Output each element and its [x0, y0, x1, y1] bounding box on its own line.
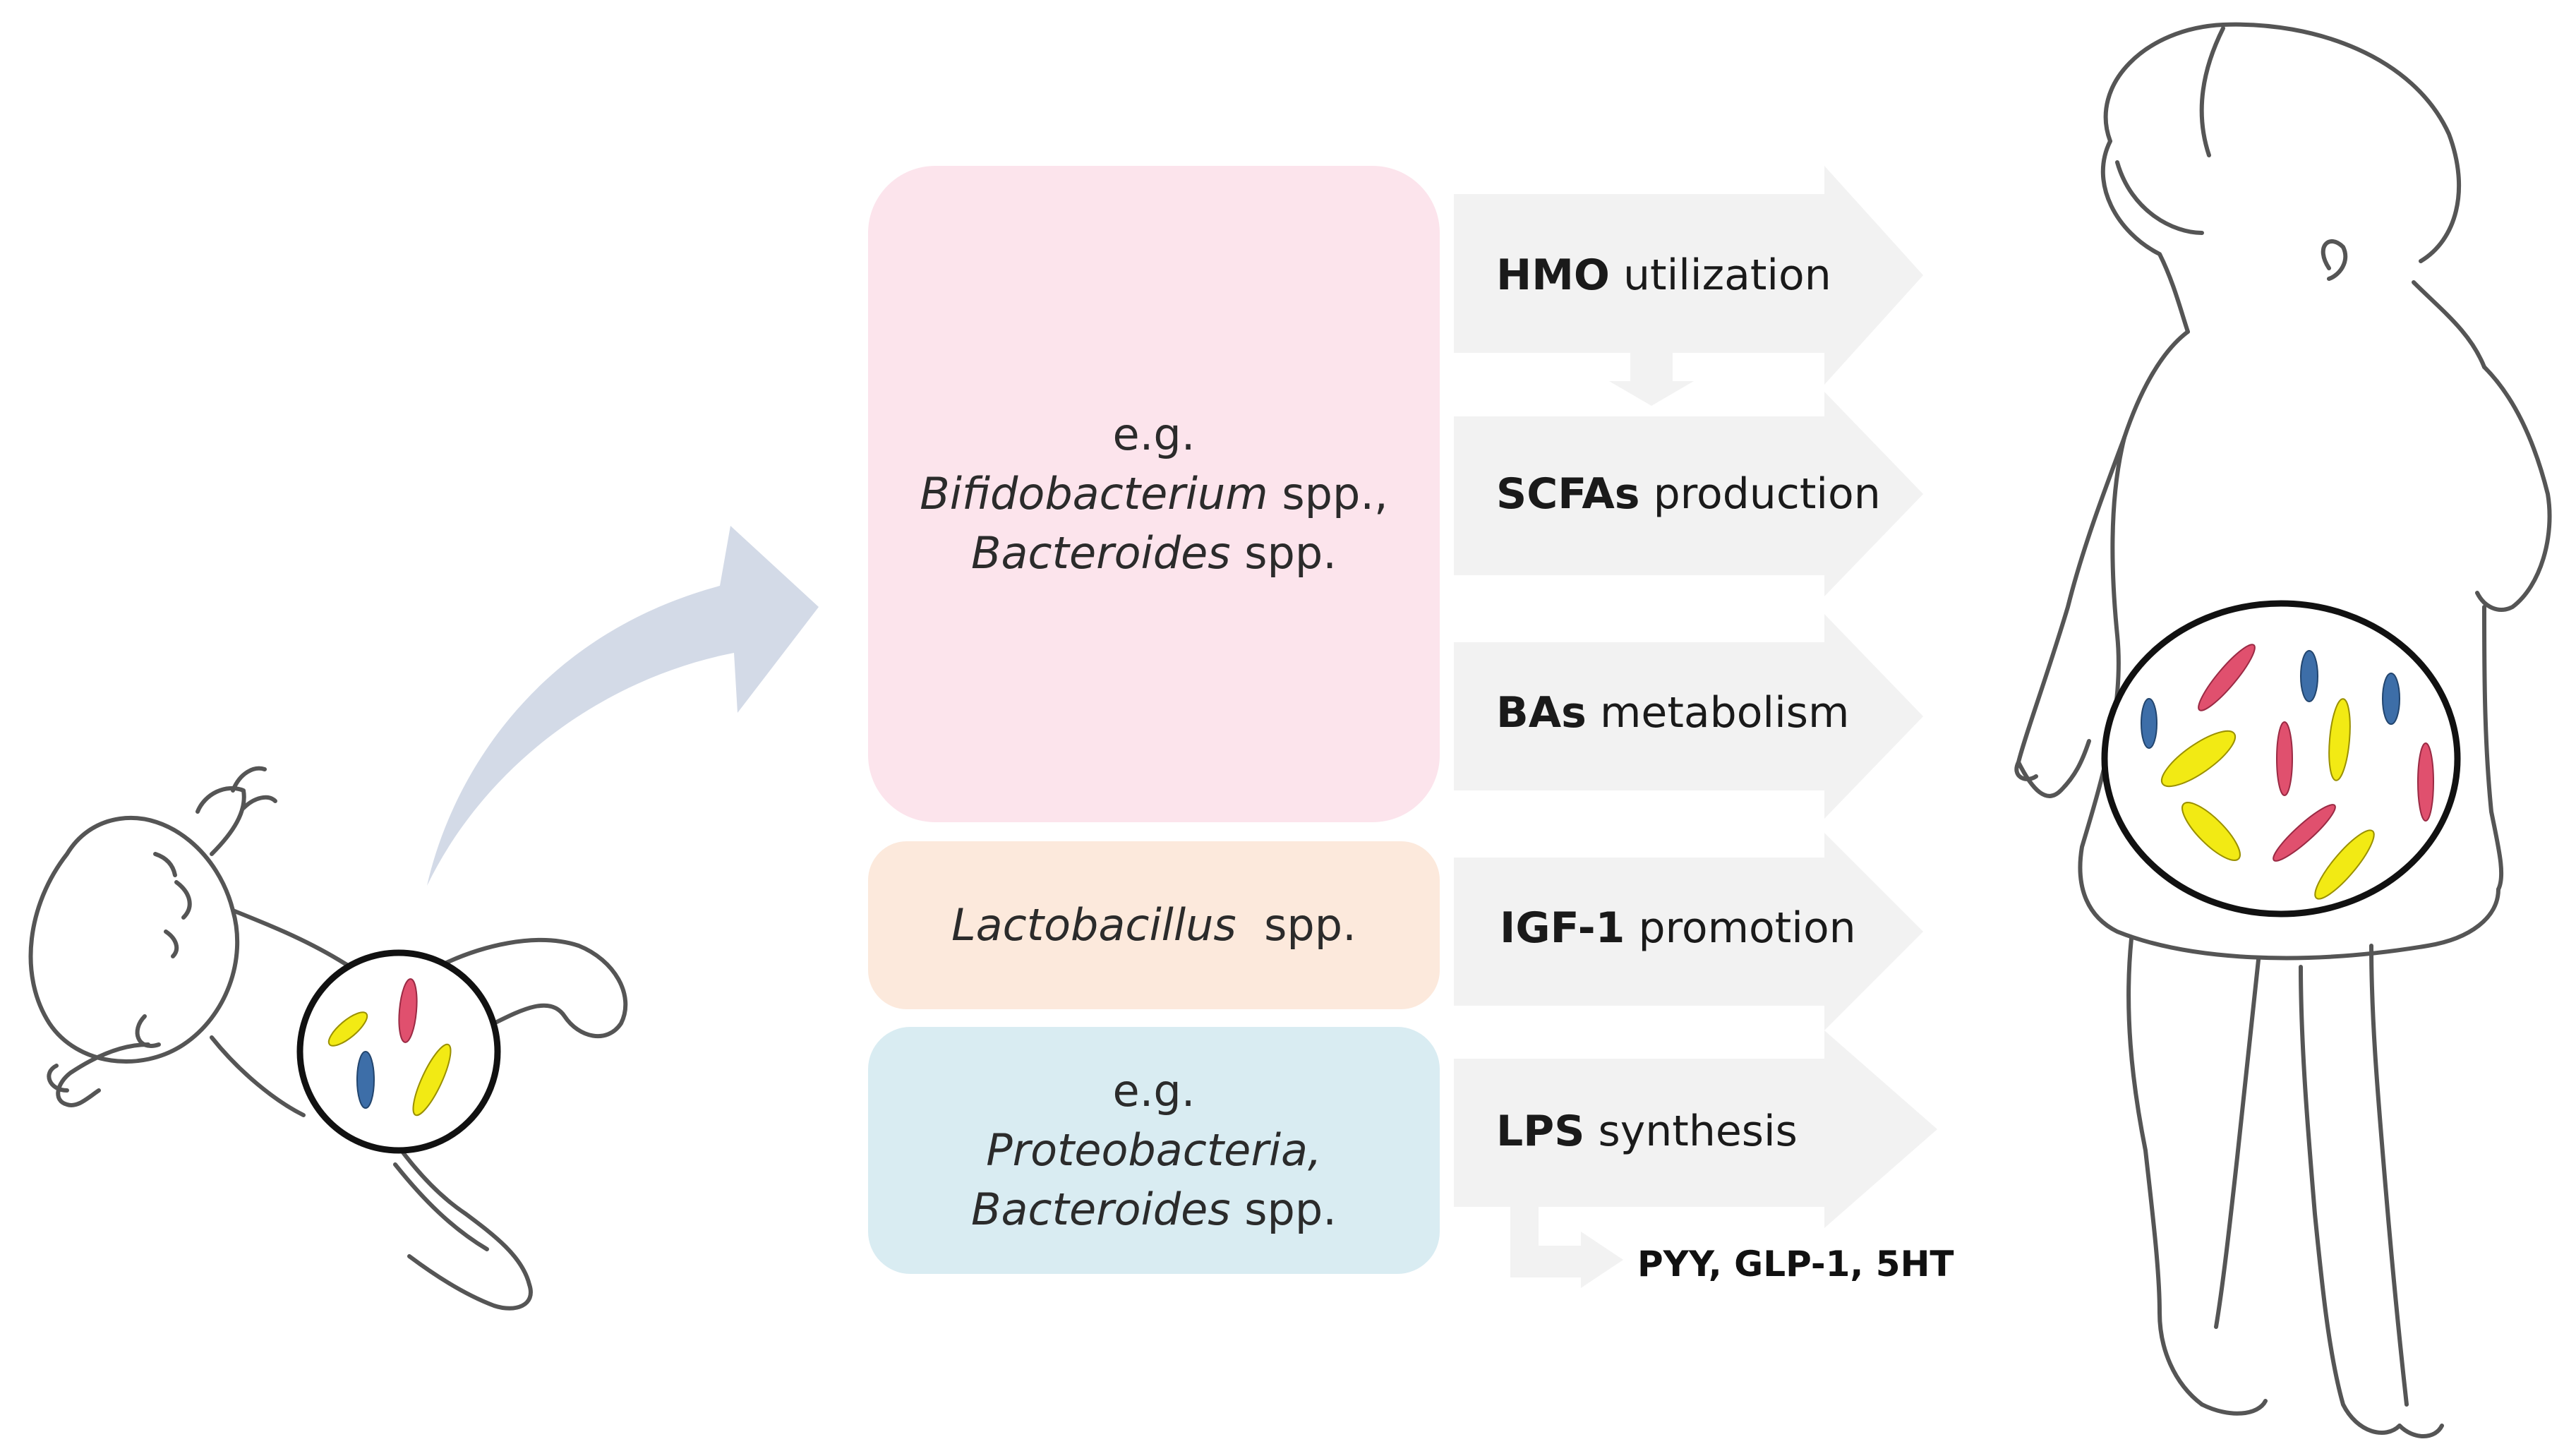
function-bold: IGF-1: [1500, 903, 1625, 953]
proteobacteria-label: Proteobacteria,: [986, 1124, 1322, 1176]
function-label-bas: BAs metabolism: [1496, 688, 1849, 738]
arrow-bas: [1454, 614, 1923, 819]
function-arrows: [1454, 166, 1937, 1288]
function-rest: synthesis: [1584, 1107, 1798, 1156]
function-bold: LPS: [1496, 1107, 1585, 1156]
arrow-lps: [1454, 1030, 1937, 1228]
bacteroides-other-label: Bacteroides: [971, 1184, 1231, 1235]
arrow-igf: [1454, 833, 1923, 1030]
function-rest: promotion: [1625, 903, 1856, 953]
beneficial-prefix: e.g.: [1112, 409, 1196, 460]
hormones-label: PYY, GLP-1, 5HT: [1637, 1244, 1954, 1284]
other-taxa-box: e.g. Proteobacteria, Bacteroides spp.: [868, 1027, 1440, 1274]
function-label-lps: LPS synthesis: [1496, 1107, 1798, 1156]
function-label-igf: IGF-1 promotion: [1500, 903, 1856, 953]
arrow-scfa: [1454, 392, 1923, 596]
lactobacillus-label: Lactobacillus: [951, 899, 1236, 951]
beneficial-taxa-box: e.g. Bifidobacterium spp., Bacteroides s…: [868, 166, 1440, 822]
other-taxon2-suffix: spp.: [1230, 1184, 1337, 1235]
infant-drawing-icon: [28, 766, 628, 1311]
curved-arrow-icon: [427, 526, 819, 886]
arrow-lps-bend: [1510, 1207, 1623, 1288]
lacto-suffix: spp.: [1236, 899, 1356, 951]
function-label-hmo: HMO utilization: [1496, 251, 1831, 300]
function-bold: SCFAs: [1496, 469, 1640, 519]
function-rest: utilization: [1609, 251, 1831, 300]
toddler-drawing-icon: [2014, 22, 2552, 1438]
function-label-scfa: SCFAs production: [1496, 469, 1881, 519]
other-prefix: e.g.: [1112, 1065, 1196, 1117]
function-bold: HMO: [1496, 251, 1610, 300]
toddler-gut-microbiota-circle-icon: [2101, 600, 2461, 917]
infant-gut-microbiota-circle-icon: [296, 949, 501, 1154]
taxon2-suffix: spp.: [1230, 527, 1337, 579]
bacteroides-label: Bacteroides: [971, 527, 1231, 579]
function-bold: BAs: [1496, 688, 1587, 738]
lactobacillus-box: Lactobacillus spp.: [868, 841, 1440, 1009]
function-rest: metabolism: [1586, 688, 1850, 738]
arrow-hmo-down: [1609, 353, 1694, 406]
taxon1-suffix: spp.,: [1268, 468, 1388, 519]
bifidobacterium-label: Bifidobacterium: [920, 468, 1268, 519]
function-rest: production: [1639, 469, 1881, 519]
arrow-hmo: [1454, 166, 1923, 385]
